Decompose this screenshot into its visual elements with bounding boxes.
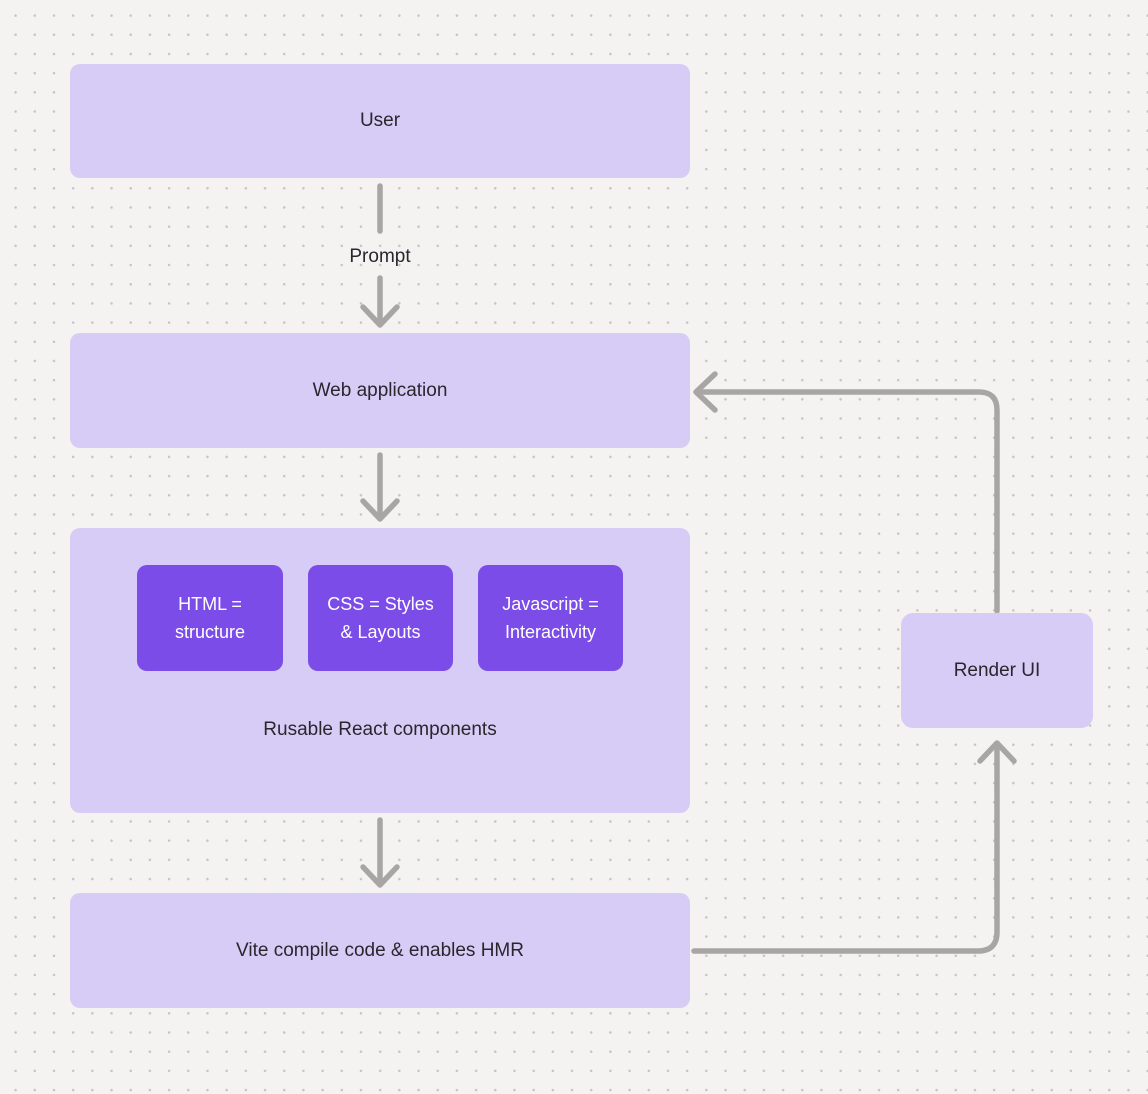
node-css-label-line2: & Layouts <box>340 622 421 642</box>
node-user-label: User <box>359 110 401 131</box>
node-css-label-line1: CSS = Styles <box>327 594 434 614</box>
node-render-ui-label: Render UI <box>953 659 1041 681</box>
components-group-caption: Rusable React components <box>263 719 497 740</box>
node-web-application-label: Web application <box>312 379 448 401</box>
arrowhead-left-icon <box>693 371 718 413</box>
arrowhead-down-icon <box>360 304 400 328</box>
node-vite: Vite compile code & enables HMR <box>70 893 690 1008</box>
edge-vite-to-renderui <box>691 740 1017 954</box>
node-render-ui: Render UI <box>901 613 1093 728</box>
node-html-label-line2: structure <box>174 622 246 642</box>
node-javascript-label-line2: Interactivity <box>504 622 597 642</box>
node-javascript: Javascript = Interactivity <box>478 565 623 671</box>
edge-renderui-to-webapp <box>693 371 1000 614</box>
node-vite-label: Vite compile code & enables HMR <box>236 939 524 961</box>
node-html-label-line1: HTML = <box>178 594 242 614</box>
node-web-application: Web application <box>70 333 690 448</box>
arrowhead-down-icon <box>360 498 400 522</box>
node-user: User <box>70 64 690 178</box>
arrowhead-up-icon <box>977 740 1017 764</box>
arrowhead-down-icon <box>360 864 400 888</box>
edge-webapp-to-components <box>360 452 400 522</box>
node-javascript-label-line1: Javascript = <box>502 594 599 614</box>
edge-components-to-vite <box>360 817 400 888</box>
node-css: CSS = Styles & Layouts <box>308 565 453 671</box>
node-html: HTML = structure <box>137 565 283 671</box>
edge-label-prompt: Prompt <box>349 246 411 267</box>
node-components-group: HTML = structure CSS = Styles & Layouts … <box>70 528 690 813</box>
